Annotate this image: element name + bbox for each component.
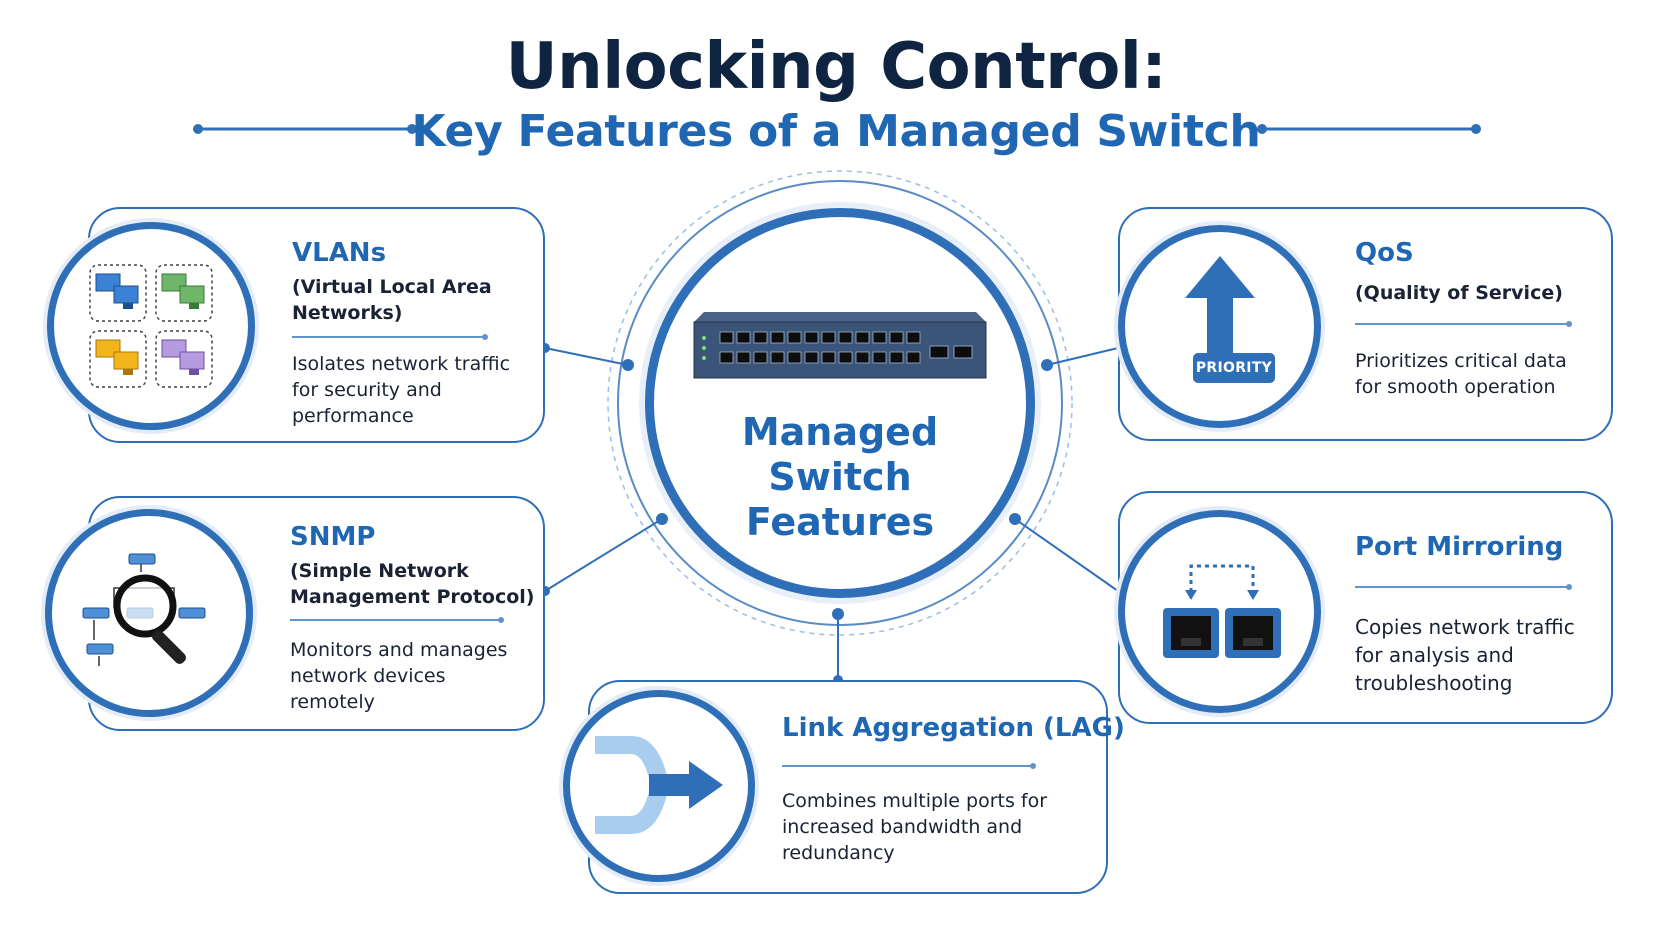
snmp-subtitle: (Simple Network Management Protocol) bbox=[290, 560, 535, 608]
lag-title: Link Aggregation (LAG) bbox=[782, 713, 1125, 743]
port-mirroring-description: Copies network traffic for analysis and … bbox=[1355, 615, 1575, 695]
vlans-subtitle: (Virtual Local Area Networks) bbox=[292, 276, 492, 324]
switch-port bbox=[889, 331, 904, 344]
network-switch-icon bbox=[693, 312, 987, 379]
qos-subtitle: (Quality of Service) bbox=[1355, 282, 1563, 304]
switch-port bbox=[719, 331, 734, 344]
switch-port bbox=[787, 351, 802, 364]
magnifier-network-icon bbox=[45, 509, 253, 717]
center-hub bbox=[645, 208, 1035, 598]
priority-badge: PRIORITY bbox=[1193, 353, 1275, 383]
qos-divider bbox=[1355, 321, 1572, 327]
switch-port bbox=[872, 331, 887, 344]
switch-port bbox=[804, 351, 819, 364]
switch-port bbox=[770, 351, 785, 364]
switch-port bbox=[889, 351, 904, 364]
vlan-groups-icon bbox=[47, 222, 255, 430]
switch-port bbox=[753, 331, 768, 344]
port-mirroring-title: Port Mirroring bbox=[1355, 532, 1564, 562]
mirrored-ports-icon bbox=[1118, 510, 1321, 713]
switch-port bbox=[736, 331, 751, 344]
switch-port bbox=[906, 351, 921, 364]
page-subtitle: Key Features of a Managed Switch bbox=[411, 106, 1261, 157]
qos-title: QoS bbox=[1355, 238, 1414, 268]
vlans-description: Isolates network traffic for security an… bbox=[292, 353, 511, 427]
switch-port bbox=[855, 331, 870, 344]
switch-port bbox=[787, 331, 802, 344]
switch-port bbox=[872, 351, 887, 364]
switch-port bbox=[821, 331, 836, 344]
lag-divider bbox=[782, 763, 1036, 769]
switch-port bbox=[736, 351, 751, 364]
port-mirroring-divider bbox=[1355, 584, 1572, 590]
qos-description: Prioritizes critical data for smooth ope… bbox=[1355, 350, 1567, 398]
lag-description: Combines multiple ports for increased ba… bbox=[782, 790, 1048, 864]
switch-port bbox=[821, 351, 836, 364]
switch-port bbox=[804, 331, 819, 344]
switch-port bbox=[838, 331, 853, 344]
vlans-divider bbox=[292, 334, 488, 340]
switch-port bbox=[753, 351, 768, 364]
switch-port bbox=[855, 351, 870, 364]
vlans-title: VLANs bbox=[292, 238, 387, 268]
switch-port bbox=[838, 351, 853, 364]
page-title: Unlocking Control: bbox=[505, 30, 1167, 104]
switch-port bbox=[906, 331, 921, 344]
snmp-divider bbox=[290, 617, 504, 623]
snmp-description: Monitors and manages network devices rem… bbox=[290, 639, 508, 713]
switch-port bbox=[770, 331, 785, 344]
center-label: Managed Switch Features bbox=[741, 410, 939, 544]
switch-port bbox=[719, 351, 734, 364]
merge-arrow-icon bbox=[563, 690, 755, 882]
priority-arrow-icon bbox=[1118, 225, 1321, 428]
snmp-title: SNMP bbox=[290, 522, 376, 552]
